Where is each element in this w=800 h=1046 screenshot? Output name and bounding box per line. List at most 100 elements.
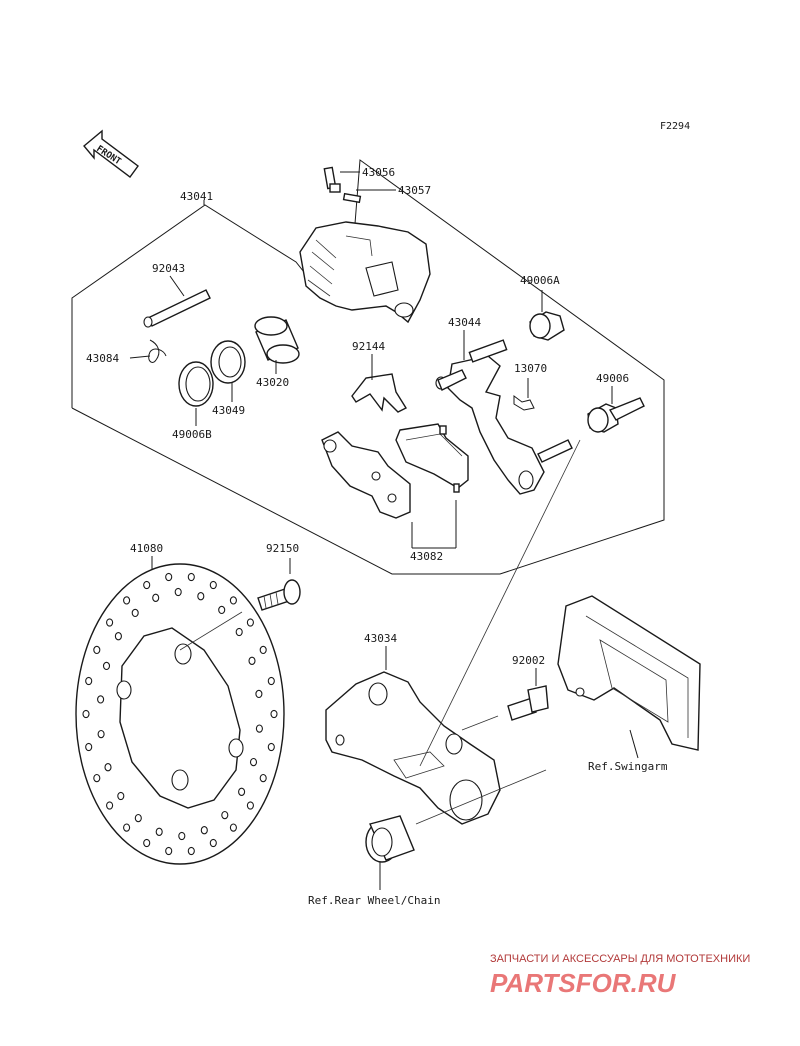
- label-43044: 43044: [448, 316, 481, 329]
- label-43084: 43084: [86, 352, 119, 365]
- disc-hole: [82, 709, 90, 719]
- disc-hole: [267, 742, 275, 752]
- disc-hole: [106, 618, 114, 627]
- disc-hole: [229, 823, 237, 832]
- caliper-body: [299, 221, 431, 324]
- disc-hole: [104, 763, 112, 772]
- label-92150: 92150: [266, 542, 299, 555]
- label-43056: 43056: [362, 166, 395, 179]
- label-49006: 49006: [596, 372, 629, 385]
- label-92144: 92144: [352, 340, 385, 353]
- disc-hole: [259, 773, 267, 783]
- watermark-site: PARTSFOR.RU: [490, 968, 677, 998]
- holder-bolt: [507, 685, 549, 721]
- disc-hole: [143, 580, 151, 590]
- label-43041: 43041: [180, 190, 213, 203]
- brake-pad-outer: [321, 431, 411, 519]
- disc-hole: [93, 773, 101, 783]
- disc-hole: [97, 695, 105, 704]
- bleeder-cap: [342, 192, 362, 204]
- disc-hole: [187, 846, 195, 856]
- watermark-tagline: ЗАПЧАСТИ И АКСЕССУАРЫ ДЛЯ МОТОТЕХНИКИ: [490, 953, 750, 965]
- part-labels: 43056 43057 43041 92043 43084 43020 4304…: [86, 166, 668, 907]
- disc-hole: [246, 801, 254, 810]
- label-49006b: 49006B: [172, 428, 212, 441]
- disc-vent-holes: [82, 572, 278, 856]
- label-92002: 92002: [512, 654, 545, 667]
- label-ref-swingarm: Ref.Swingarm: [588, 760, 668, 773]
- disc-hole: [209, 580, 217, 590]
- disc-hole: [155, 827, 163, 836]
- disc-hole: [187, 572, 195, 582]
- label-ref-rear-wheel: Ref.Rear Wheel/Chain: [308, 894, 440, 907]
- disc-hole: [255, 689, 263, 699]
- disc-hole: [131, 608, 139, 618]
- disc-hole: [97, 729, 105, 739]
- disc-hole: [259, 645, 267, 655]
- caliper-pin: [143, 289, 211, 328]
- wheel-collar: [365, 815, 415, 863]
- pin-boot-49006: [587, 397, 645, 433]
- disc-hole: [134, 813, 142, 823]
- disc-hole: [248, 656, 256, 665]
- disc-hole: [267, 676, 275, 686]
- label-49006a: 49006A: [520, 274, 560, 287]
- label-43034: 43034: [364, 632, 397, 645]
- disc-hole: [123, 596, 131, 605]
- label-92043: 92043: [152, 262, 185, 275]
- disc-hole: [246, 618, 254, 627]
- disc-hole: [209, 838, 217, 848]
- caliper-bracket: [435, 339, 573, 495]
- label-13070: 13070: [514, 362, 547, 375]
- diagram-code: F2294: [660, 121, 690, 132]
- leader-lines: [129, 171, 639, 890]
- disc-hole: [218, 605, 226, 615]
- pad-spring: [351, 373, 408, 413]
- disc-hole: [106, 801, 114, 810]
- disc-hole: [165, 846, 173, 856]
- disc-hole: [270, 709, 278, 719]
- disc-hole: [165, 572, 173, 582]
- pin-boot-49006a: [529, 311, 565, 341]
- disc-hole: [229, 596, 237, 605]
- caliper-holder: [325, 671, 501, 825]
- label-43020: 43020: [256, 376, 289, 389]
- label-41080: 41080: [130, 542, 163, 555]
- disc-hole: [93, 645, 101, 655]
- disc-hole: [238, 787, 246, 796]
- label-43057: 43057: [398, 184, 431, 197]
- disc-hole: [178, 831, 186, 841]
- front-arrow-icon: FRONT: [83, 129, 139, 178]
- caliper-piston: [254, 316, 300, 364]
- disc-hole: [200, 826, 208, 835]
- watermark: ЗАПЧАСТИ И АКСЕССУАРЫ ДЛЯ МОТОТЕХНИКИ PA…: [490, 953, 750, 998]
- disc-hole: [143, 838, 151, 848]
- label-43082: 43082: [410, 550, 443, 563]
- brake-pad-inner: [395, 423, 469, 493]
- disc-hole: [114, 632, 122, 641]
- brake-disc: [75, 563, 285, 865]
- disc-bolt: [257, 579, 301, 611]
- dust-seal: [210, 340, 246, 384]
- disc-hole: [85, 742, 93, 752]
- disc-hole: [255, 724, 263, 733]
- pin-clip: [148, 339, 167, 363]
- disc-hole: [85, 676, 93, 686]
- disc-hole: [174, 587, 182, 597]
- bracket-clip: [513, 395, 535, 411]
- bleeder-valve: [323, 166, 341, 193]
- disc-hole: [152, 593, 160, 602]
- disc-hole: [221, 810, 229, 820]
- label-43049: 43049: [212, 404, 245, 417]
- swingarm-reference: [557, 595, 701, 751]
- disc-hole: [235, 627, 243, 637]
- disc-hole: [102, 661, 111, 671]
- disc-hole: [197, 592, 205, 601]
- disc-hole: [117, 791, 125, 801]
- disc-hole: [249, 757, 258, 767]
- piston-seal-49006b: [178, 361, 214, 407]
- caliper-assembly-outline: [71, 159, 665, 575]
- disc-hole: [123, 823, 131, 832]
